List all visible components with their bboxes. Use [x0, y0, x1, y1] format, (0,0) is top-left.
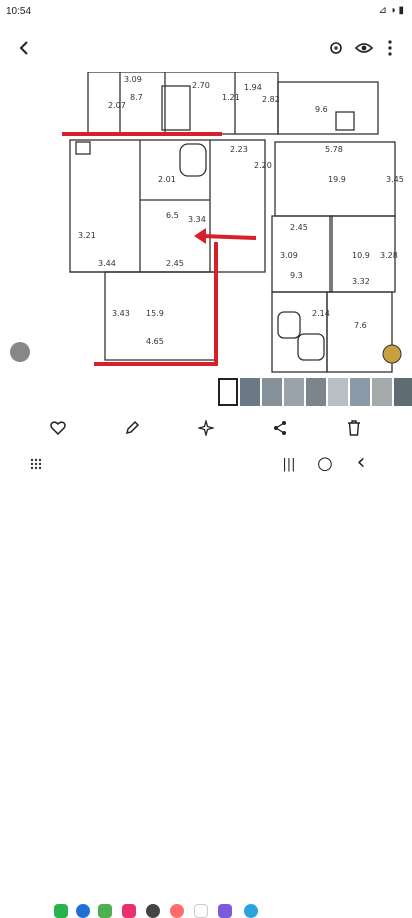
share-button[interactable]: [268, 416, 292, 440]
app-telegram-icon[interactable]: [244, 904, 258, 918]
dimension-label: 6.5: [166, 211, 179, 220]
dimension-label: 3.32: [352, 277, 370, 286]
app-gmail-icon[interactable]: [194, 904, 208, 918]
dimension-label: 2.82: [262, 95, 280, 104]
favorite-button[interactable]: [46, 416, 70, 440]
dimension-label: 3.43: [112, 309, 130, 318]
dimension-label: 5.78: [325, 145, 343, 154]
app-flower-icon[interactable]: [170, 904, 184, 918]
app-phone-icon[interactable]: [54, 904, 68, 918]
action-bar: [0, 408, 412, 448]
dimension-label: 3.28: [380, 251, 398, 260]
recents-button[interactable]: |||: [282, 456, 296, 472]
back-arrow-icon: [19, 41, 28, 55]
dimension-label: 2.45: [166, 259, 184, 268]
delete-button[interactable]: [342, 416, 366, 440]
dimension-label: 2.01: [158, 175, 176, 184]
thumbnail[interactable]: [262, 378, 282, 406]
dimension-label: 2.14: [312, 309, 330, 318]
dimension-label: 1.94: [244, 83, 262, 92]
dimension-label: 7.6: [354, 321, 367, 330]
lens-icon: [330, 42, 342, 54]
app-multi-icon[interactable]: [218, 904, 232, 918]
system-nav-bar: ||| ○ ‹: [0, 448, 412, 918]
page-indicator-dot: [10, 342, 30, 362]
grid-icon: [30, 458, 42, 470]
eye-button[interactable]: [352, 36, 376, 60]
dimension-label: 3.21: [78, 231, 96, 240]
dimension-label: 2.45: [290, 223, 308, 232]
thumbnail[interactable]: [372, 378, 392, 406]
nav-back-button[interactable]: ‹: [356, 449, 366, 475]
red-annotation: [62, 132, 257, 366]
dimension-label: 2.70: [192, 81, 210, 90]
dimension-label: 15.9: [146, 309, 164, 318]
more-vert-icon: [388, 40, 392, 56]
edit-button[interactable]: [120, 416, 144, 440]
app-settings-icon[interactable]: [146, 904, 160, 918]
dimension-label: 8.7: [130, 93, 143, 102]
thumbnail[interactable]: [394, 378, 412, 406]
status-time: 10:54: [6, 6, 32, 17]
dimension-label: 3.34: [188, 215, 206, 224]
thumbnail-strip: [218, 378, 412, 408]
dimension-label: 3.09: [280, 251, 298, 260]
zoom-handle[interactable]: [382, 344, 402, 364]
effects-button[interactable]: [194, 416, 218, 440]
home-button[interactable]: ○: [317, 452, 333, 474]
dimension-label: 2.07: [108, 101, 126, 110]
dimension-label: 19.9: [328, 175, 346, 184]
dimension-label: 1.21: [222, 93, 240, 102]
dimension-label: 9.3: [290, 271, 303, 280]
thumbnail[interactable]: [306, 378, 326, 406]
thumbnail[interactable]: [240, 378, 260, 406]
pencil-icon: [125, 420, 140, 435]
top-app-bar: [0, 24, 412, 72]
app-play-store-icon[interactable]: [98, 904, 112, 918]
trash-icon: [348, 420, 360, 436]
dimension-label: 2.23: [230, 145, 248, 154]
dimension-label: 2.20: [254, 161, 272, 170]
floor-plan-image[interactable]: 3.09 8.7 2.70 1.94 1.21 2.82 9.6 2.07 5.…: [0, 72, 412, 374]
back-button[interactable]: [10, 36, 38, 60]
apps-button[interactable]: [28, 456, 44, 472]
dimension-label: 3.45: [386, 175, 404, 184]
thumbnail[interactable]: [328, 378, 348, 406]
heart-icon: [50, 421, 66, 435]
app-camera-icon[interactable]: [122, 904, 136, 918]
share-icon: [274, 421, 286, 435]
floor-plan-drawing: 3.09 8.7 2.70 1.94 1.21 2.82 9.6 2.07 5.…: [10, 72, 404, 373]
thumbnail[interactable]: [284, 378, 304, 406]
status-indicators: ⊿ ◑ ▮: [378, 5, 404, 16]
status-bar: 10:54 ⊿ ◑ ▮: [0, 0, 412, 24]
app-messages-icon[interactable]: [76, 904, 90, 918]
dimension-label: 4.65: [146, 337, 164, 346]
dimension-label: 3.09: [124, 75, 142, 84]
more-button[interactable]: [380, 36, 400, 60]
dimension-label: 9.6: [315, 105, 328, 114]
dimension-label: 3.44: [98, 259, 116, 268]
dimension-label: 10.9: [352, 251, 370, 260]
thumbnail[interactable]: [350, 378, 370, 406]
thumbnail-current[interactable]: [218, 378, 238, 406]
eye-icon: [355, 43, 373, 53]
lens-button[interactable]: [324, 36, 348, 60]
sparkle-icon: [198, 420, 214, 436]
